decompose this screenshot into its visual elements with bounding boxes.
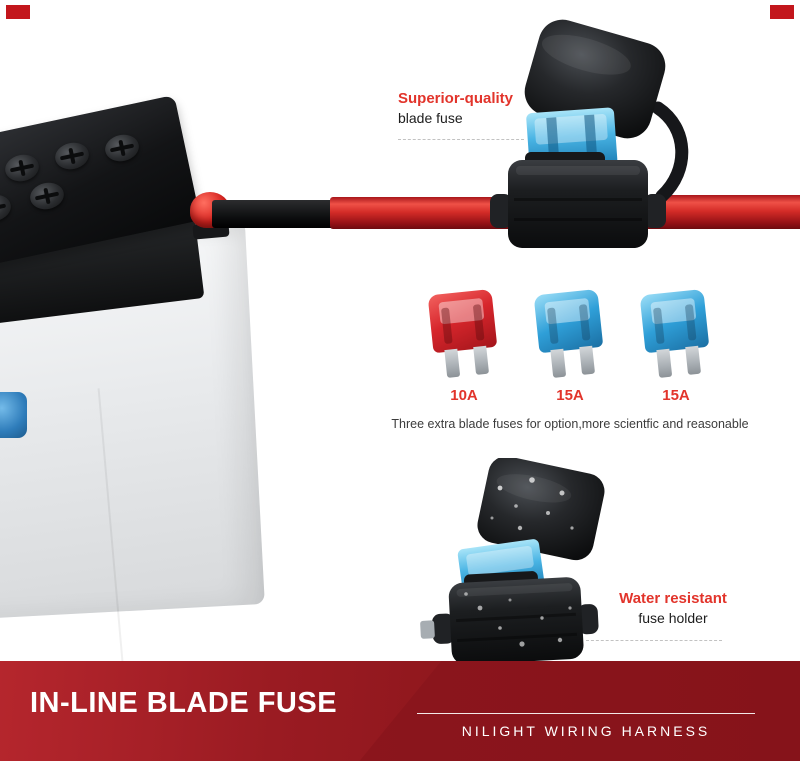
fuse-amp-label: 15A (556, 387, 584, 404)
wire-black-segment (212, 200, 342, 228)
banner-title: IN-LINE BLADE FUSE (30, 687, 338, 719)
callout-water-resistant-subtitle: fuse holder (638, 609, 708, 626)
extra-fuses-row: 10A 15A 15A (425, 288, 715, 404)
blade-fuse-red (427, 288, 501, 383)
battery-blue-terminal (0, 392, 27, 438)
callout-dash-line (398, 139, 524, 140)
holder-cap-closed (477, 458, 605, 561)
callout-blade-fuse-title: Superior-quality (398, 90, 514, 107)
callout-blade-fuse: Superior-quality blade fuse (398, 90, 513, 128)
frame-corner-top-right (770, 5, 794, 19)
banner-left-panel (0, 661, 442, 761)
battery-illustration (0, 94, 285, 718)
extra-fuses-caption: Three extra blade fuses for option,more … (391, 417, 749, 431)
holder-body (420, 571, 599, 665)
fuse-amp-label: 15A (662, 387, 690, 404)
holder-cap (524, 19, 666, 139)
fuse-leg (444, 348, 461, 378)
fuse-holder-assembly (490, 19, 689, 248)
fuse-leg (550, 348, 567, 378)
bottom-banner: IN-LINE BLADE FUSE NILIGHT WIRING HARNES… (0, 661, 800, 761)
callout-blade-fuse-subtitle: blade fuse (398, 109, 463, 126)
callout-water-resistant-title: Water resistant (619, 590, 727, 607)
frame-corner-top-left (6, 5, 30, 19)
wire-red-left (330, 197, 516, 229)
fuse-amp-label: 10A (450, 387, 478, 404)
banner-brand-text: NILIGHT WIRING HARNESS (417, 713, 755, 739)
blade-fuse-blue (533, 288, 607, 383)
holder-cap-strap (651, 101, 689, 203)
water-resistant-holder (420, 458, 605, 665)
extra-fuse-15a: 15A (637, 288, 715, 404)
extra-fuse-10a: 10A (425, 288, 503, 404)
blade-fuse-blue (639, 288, 713, 383)
fuse-leg (685, 345, 702, 375)
fuse-leg (656, 348, 673, 378)
holder-body (490, 152, 666, 248)
callout-water-resistant: Water resistant fuse holder (598, 590, 748, 628)
callout-dash-line (586, 640, 722, 641)
water-droplets (464, 477, 574, 647)
fuse-leg (579, 345, 596, 375)
fuse-leg (473, 345, 490, 375)
extra-fuse-15a: 15A (531, 288, 609, 404)
